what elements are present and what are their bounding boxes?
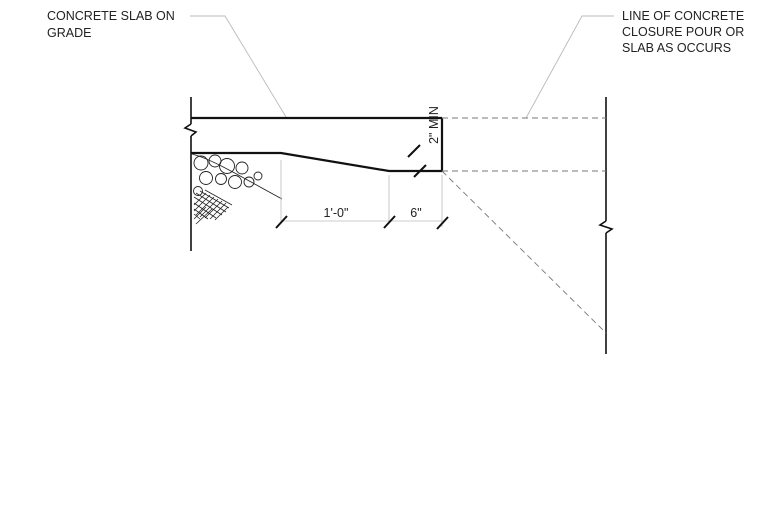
leader-closure-pour — [525, 15, 614, 119]
gravel-base — [191, 153, 283, 200]
dim-1-0: 1'-0" — [324, 206, 349, 220]
right-boundary — [598, 97, 614, 354]
leader-lines — [190, 15, 614, 119]
dim-tick-4 — [407, 144, 421, 158]
extension-lines — [280, 160, 443, 227]
label-closure-2: CLOSURE POUR OR — [622, 25, 744, 39]
left-boundary — [183, 97, 198, 251]
left-break-symbol — [183, 123, 198, 137]
concrete-slab — [191, 116, 444, 173]
subgrade-curve — [191, 153, 283, 200]
earth-hatch — [193, 189, 233, 225]
label-slab-on-grade-1: CONCRETE SLAB ON — [47, 9, 175, 23]
dim-6-in: 6" — [410, 206, 421, 220]
label-closure-3: SLAB AS OCCURS — [622, 41, 731, 55]
closure-pour-lines — [441, 117, 607, 334]
dim-tick-2 — [383, 215, 396, 229]
label-closure-1: LINE OF CONCRETE — [622, 9, 744, 23]
dimension-ticks — [275, 144, 449, 230]
dim-tick-5 — [413, 164, 427, 178]
right-break-symbol — [598, 220, 614, 234]
label-slab-on-grade-2: GRADE — [47, 26, 91, 40]
dim-2-min: 2" MIN — [427, 106, 441, 144]
slab-bottom-profile — [191, 118, 444, 173]
dim-tick-1 — [275, 215, 288, 229]
closure-slope-line — [441, 170, 607, 334]
dim-tick-3 — [436, 216, 449, 230]
leader-slab-on-grade — [190, 15, 287, 118]
